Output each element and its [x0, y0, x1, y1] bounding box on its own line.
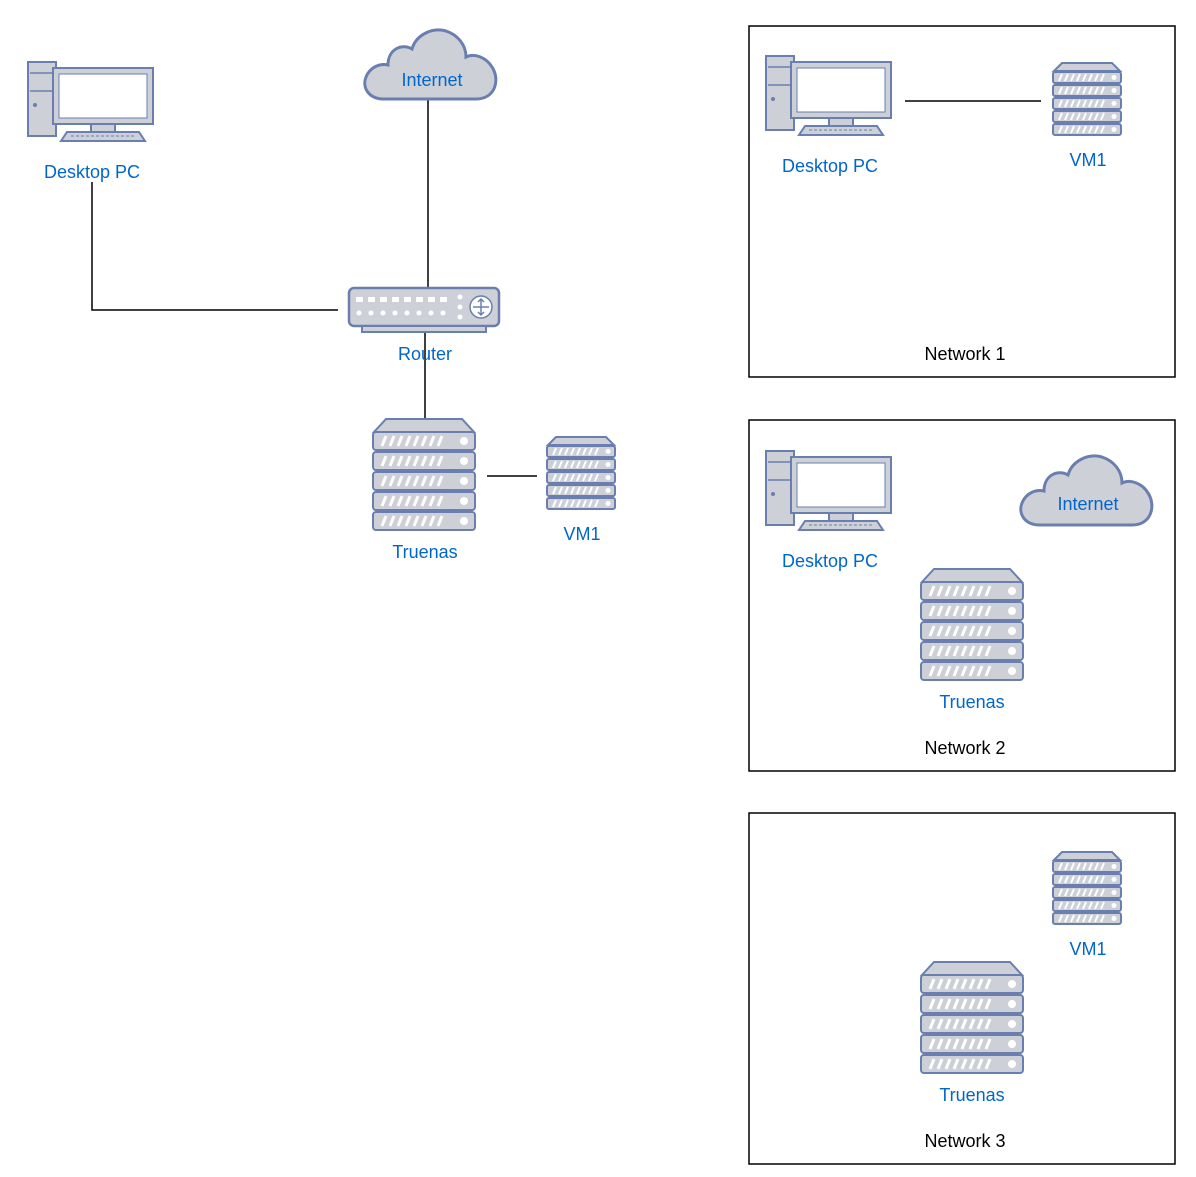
n3-truenas-label: Truenas	[939, 1085, 1004, 1105]
internet-label: Internet	[401, 70, 462, 90]
vm1-node[interactable]: VM1	[546, 436, 616, 544]
desktop-pc-icon	[765, 55, 892, 136]
router-icon	[347, 286, 501, 334]
n1-vm1-label: VM1	[1069, 150, 1106, 170]
desktop-pc-node[interactable]: Desktop PC	[27, 61, 154, 182]
n3-truenas-node[interactable]: Truenas	[919, 960, 1025, 1105]
network-1-panel: Desktop PC VM1 Network 1	[748, 25, 1176, 378]
internet-node[interactable]: Internet	[363, 28, 498, 101]
vm-server-icon	[546, 436, 616, 510]
server-icon	[919, 567, 1025, 682]
router-node[interactable]: Router	[347, 286, 501, 364]
n2-internet-node[interactable]: Internet	[1019, 454, 1154, 527]
n2-internet-label: Internet	[1057, 494, 1118, 514]
router-label: Router	[398, 344, 452, 364]
server-icon	[371, 417, 477, 532]
desktop-pc-icon	[27, 61, 154, 142]
server-icon	[919, 960, 1025, 1075]
n1-desktop-pc-node[interactable]: Desktop PC	[765, 55, 892, 176]
n2-desktop-pc-node[interactable]: Desktop PC	[765, 450, 892, 571]
network-1-frame	[748, 25, 1176, 378]
vm-server-icon	[1052, 62, 1122, 136]
main-topology: Desktop PC Internet Router Truenas VM1	[27, 28, 616, 562]
truenas-node[interactable]: Truenas	[371, 417, 477, 562]
n2-truenas-label: Truenas	[939, 692, 1004, 712]
network-1-title: Network 1	[924, 344, 1005, 364]
desktop-pc-icon	[765, 450, 892, 531]
n1-desktop-pc-label: Desktop PC	[782, 156, 878, 176]
network-2-title: Network 2	[924, 738, 1005, 758]
truenas-label: Truenas	[392, 542, 457, 562]
n3-vm1-node[interactable]: VM1	[1052, 851, 1122, 959]
n1-vm1-node[interactable]: VM1	[1052, 62, 1122, 170]
network-3-frame	[748, 812, 1176, 1165]
n2-truenas-node[interactable]: Truenas	[919, 567, 1025, 712]
vm1-label: VM1	[563, 524, 600, 544]
n3-vm1-label: VM1	[1069, 939, 1106, 959]
network-3-title: Network 3	[924, 1131, 1005, 1151]
n2-desktop-pc-label: Desktop PC	[782, 551, 878, 571]
link-desktop-router	[91, 182, 338, 311]
cloud-icon	[1019, 454, 1154, 527]
vm-server-icon	[1052, 851, 1122, 925]
network-2-panel: Desktop PC Internet Truenas Network 2	[748, 419, 1176, 772]
desktop-pc-label: Desktop PC	[44, 162, 140, 182]
network-2-frame	[748, 419, 1176, 772]
network-3-panel: VM1 Truenas Network 3	[748, 812, 1176, 1165]
